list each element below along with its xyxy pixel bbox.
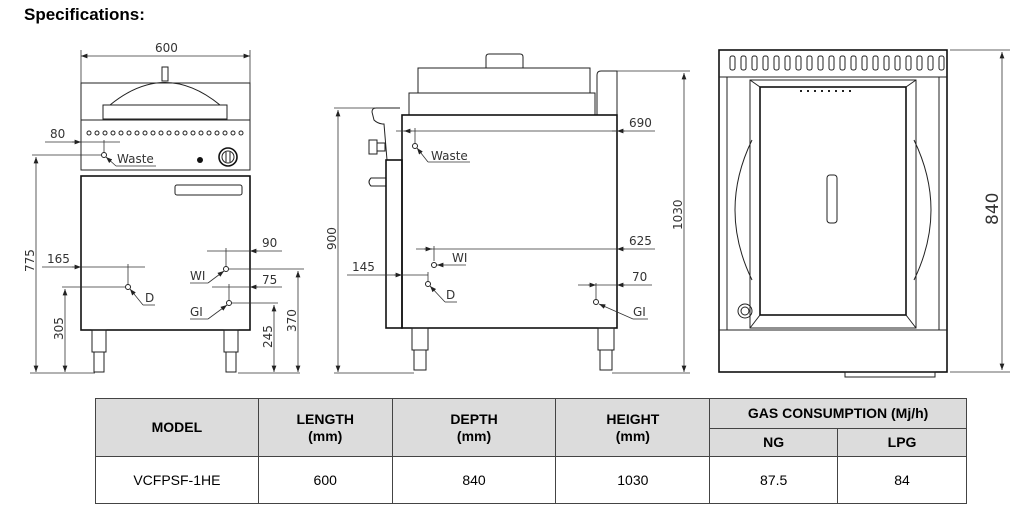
front-view: 600 (23, 41, 304, 374)
side-wi-label: WI (452, 251, 467, 265)
burner-holes (86, 130, 244, 136)
table-row: VCFPSF-1HE 600 840 1030 87.5 84 (95, 456, 967, 504)
side-waste-label: Waste (431, 149, 468, 163)
front-d-label: D (145, 291, 154, 305)
knob-top-icon (737, 303, 753, 319)
side-waste-depth-dim: 690 (629, 116, 652, 130)
header-length-label: LENGTH (296, 410, 354, 427)
control-knob-icon (218, 147, 238, 167)
side-wi-depth-dim: 625 (629, 234, 652, 248)
side-total-height-dim: 1030 (671, 199, 685, 230)
cell-height: 1030 (555, 456, 711, 504)
header-length: LENGTH (mm) (257, 398, 393, 457)
page-title: Specifications: (24, 5, 145, 24)
side-d-label: D (446, 288, 455, 302)
cell-depth: 840 (391, 456, 557, 504)
header-height-unit: (mm) (615, 427, 650, 444)
front-wi-offset-dim: 90 (262, 236, 277, 250)
cell-ng: 87.5 (709, 456, 839, 504)
front-waste-height-dim: 775 (23, 249, 37, 272)
lid-dots (800, 90, 851, 92)
front-d-offset-dim: 165 (47, 252, 70, 266)
header-model: MODEL (95, 398, 259, 457)
header-depth-label: DEPTH (450, 410, 498, 427)
side-gi-label: GI (633, 305, 646, 319)
top-depth-dim: 840 (983, 193, 1003, 225)
side-view: 900 1030 690 Waste 625 WI 145 D (325, 53, 690, 374)
header-depth-unit: (mm) (456, 427, 492, 444)
front-d-height-dim: 305 (52, 317, 66, 340)
side-gi-offset-dim: 70 (632, 270, 647, 284)
side-d-offset-dim: 145 (352, 260, 375, 274)
front-gi-offset-dim: 75 (262, 273, 277, 287)
header-height-label: HEIGHT (606, 410, 660, 427)
header-lpg: LPG (837, 428, 967, 457)
front-width-dim: 600 (155, 41, 178, 55)
header-gas-consumption: GAS CONSUMPTION (Mj/h) (709, 398, 967, 429)
side-worktop-height-dim: 900 (325, 227, 339, 250)
technical-drawings: 600 (23, 41, 1010, 378)
specs-table: MODEL LENGTH (mm) DEPTH (mm) HEIGHT (mm)… (95, 398, 967, 504)
front-wi-height-dim: 370 (285, 309, 299, 332)
cell-lpg: 84 (837, 456, 967, 504)
vent-slots (729, 55, 945, 71)
header-ng: NG (709, 428, 839, 457)
pilot-light-icon (197, 157, 203, 163)
header-depth: DEPTH (mm) (391, 398, 557, 457)
front-waste-label: Waste (117, 152, 154, 166)
front-wi-label: WI (190, 269, 205, 283)
top-view: 840 (718, 49, 1010, 378)
header-length-unit: (mm) (308, 427, 343, 444)
front-gi-height-dim: 245 (261, 325, 275, 348)
header-height: HEIGHT (mm) (555, 398, 711, 457)
lid-handle (826, 174, 838, 224)
cell-length: 600 (257, 456, 393, 504)
front-gi-label: GI (190, 305, 203, 319)
cell-model: VCFPSF-1HE (95, 456, 259, 504)
front-waste-offset-dim: 80 (50, 127, 65, 141)
